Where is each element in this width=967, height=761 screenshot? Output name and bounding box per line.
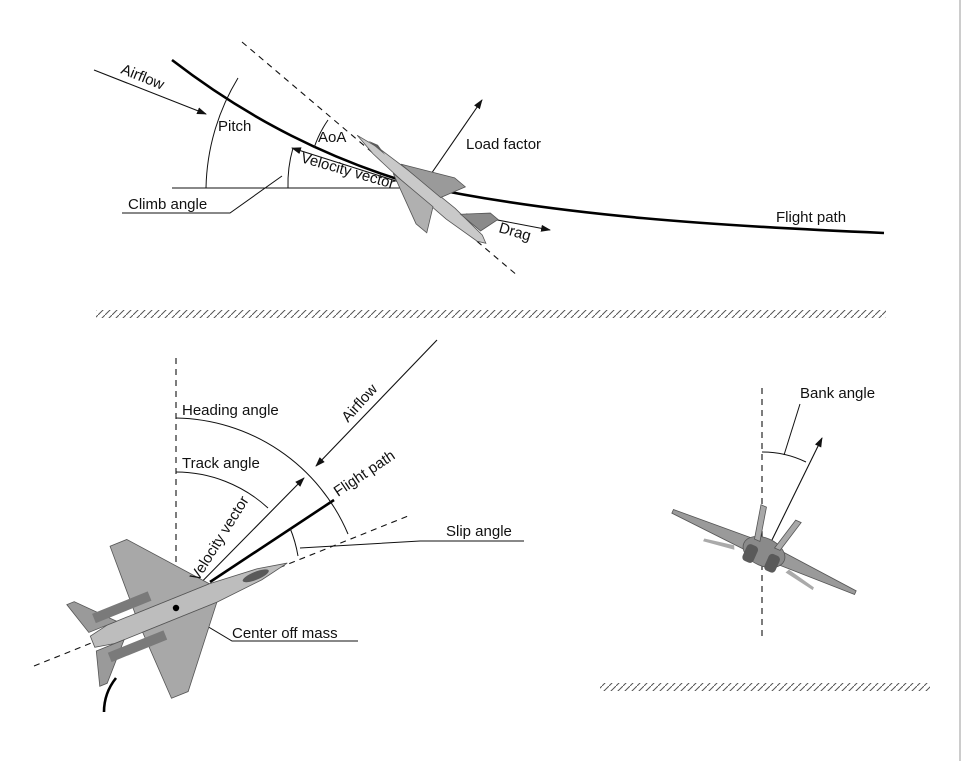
top-velocity-vector-label: Velocity vector: [187, 493, 253, 584]
top-view: Heading angle Airflow Track angle Flight…: [33, 339, 524, 713]
heading-angle-label: Heading angle: [182, 402, 279, 419]
side-view: Airflow Pitch AoA Load factor Velocity v…: [93, 41, 885, 277]
slip-angle-label: Slip angle: [446, 523, 512, 540]
side-flight-path-label: Flight path: [776, 209, 846, 226]
pitch-arc: [205, 77, 239, 189]
bank-angle-label: Bank angle: [800, 385, 875, 402]
top-aircraft-icon: [66, 539, 288, 699]
aoa-label: AoA: [318, 129, 346, 146]
track-angle-label: Track angle: [182, 455, 260, 472]
top-airflow-label: Airflow: [338, 381, 381, 426]
slip-angle-arc: [289, 527, 299, 557]
slip-angle-leader: [299, 540, 524, 549]
top-flight-path-curve: [102, 677, 118, 713]
center-of-mass-label: Center off mass: [232, 625, 338, 642]
track-angle-arc: [175, 471, 269, 509]
ground-hatch-bottom: [600, 683, 930, 691]
climb-angle-label: Climb angle: [128, 196, 207, 213]
lift-vector-arrow: [769, 437, 823, 545]
top-flight-path-line: [209, 498, 335, 584]
heading-angle-arc: [175, 417, 349, 535]
top-airflow-arrow: [315, 339, 438, 467]
top-flight-path-label: Flight path: [331, 447, 399, 500]
ground-hatch-top: [96, 310, 886, 318]
climb-angle-arc: [287, 147, 294, 189]
pitch-label: Pitch: [218, 118, 251, 135]
load-factor-label: Load factor: [466, 136, 541, 153]
side-aircraft-icon: [356, 134, 499, 244]
bank-angle-leader: [783, 403, 801, 456]
side-airflow-arrow: [93, 69, 207, 115]
rear-aircraft-icon: [671, 504, 857, 596]
aoa-arc: [313, 119, 329, 149]
rear-view: Bank angle: [671, 385, 875, 636]
climb-angle-leader: [122, 175, 283, 214]
drag-label: Drag: [497, 220, 533, 245]
center-of-mass-dot: [172, 604, 180, 612]
